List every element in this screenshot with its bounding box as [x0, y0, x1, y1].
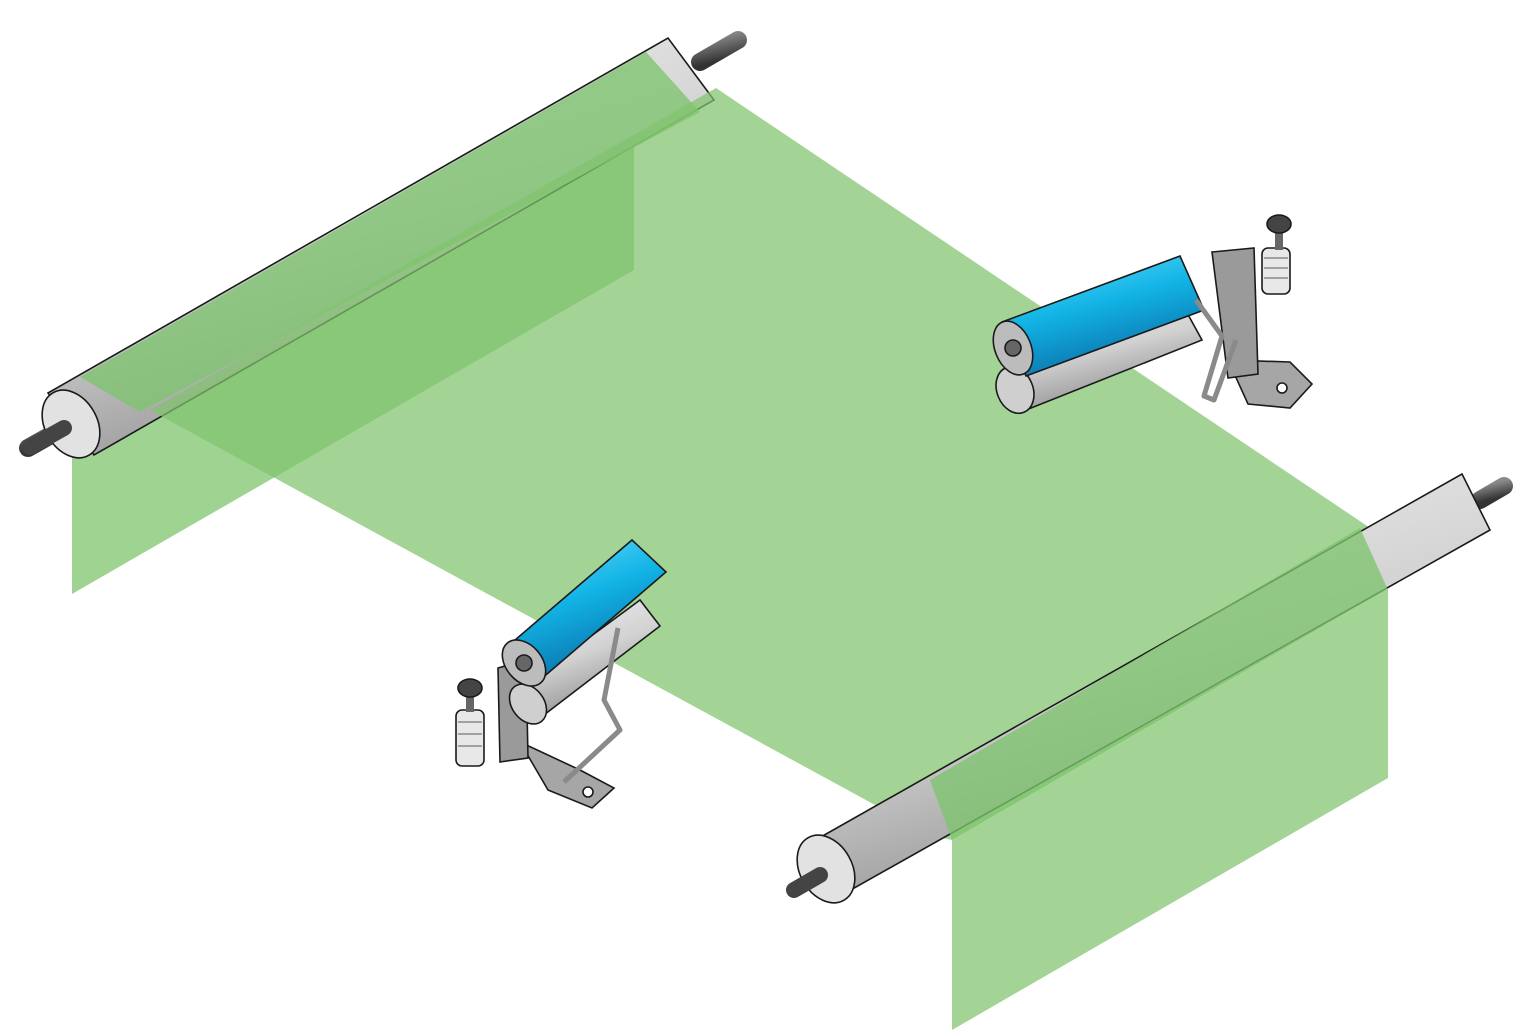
rear-adjust-knob	[1266, 214, 1292, 234]
takeup-web-wrap	[930, 528, 1388, 840]
nip-roller-rear	[992, 214, 1314, 415]
front-knob-stem	[466, 690, 474, 712]
rear-knob-stem	[1275, 228, 1283, 250]
rear-spring	[1261, 247, 1291, 295]
nip-roller-front	[455, 538, 668, 809]
supply-shaft-tip	[22, 420, 72, 455]
takeup-shaft-right	[1471, 477, 1513, 509]
supply-shaft-right	[691, 31, 747, 71]
front-bracket-hole	[582, 786, 594, 798]
rear-wire-arm	[1193, 298, 1239, 403]
rear-bracket-upright	[1211, 247, 1259, 379]
web-main-span	[150, 88, 1388, 840]
takeup-roller	[786, 472, 1513, 904]
front-adjust-knob	[457, 678, 483, 698]
web-drop-takeup	[952, 590, 1388, 1030]
supply-web-wrap	[80, 52, 700, 412]
front-spring	[455, 709, 485, 767]
rear-bracket-hole	[1276, 382, 1288, 394]
front-wire-arm	[562, 627, 623, 784]
takeup-shaft-tip	[786, 867, 828, 898]
